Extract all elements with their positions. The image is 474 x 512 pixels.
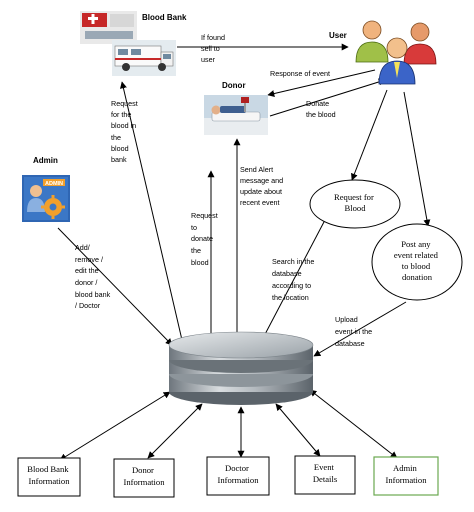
blood-bank-photo-icon (80, 11, 176, 76)
request-blood-label: Request for Blood (334, 192, 376, 213)
arrow-user-to-donor (267, 69, 376, 97)
arrow-donor-to-user (269, 78, 386, 117)
label-admin-ops: Add/ remove / edit the donor / blood ban… (75, 243, 112, 310)
arrow-request-to-db (261, 219, 326, 341)
label-send-alert: Send Alert message and update about rece… (240, 165, 285, 207)
post-event-node (371, 223, 463, 301)
donor-photo-icon (204, 95, 268, 135)
label-upload: Upload event in the database (335, 315, 374, 348)
table-label-doctor: Doctor Information (217, 463, 259, 485)
table-label-admin: Admin Information (385, 463, 427, 485)
table-label-blood-bank: Blood Bank Information (27, 464, 70, 486)
arrow-db-to-bank (120, 81, 183, 341)
arrow-db-admininfo (309, 389, 398, 459)
label-donate: Donate the blood (306, 99, 336, 119)
table-doctor-info (206, 456, 270, 496)
label-request-donate: Request to donate the blood (191, 211, 220, 267)
admin-title: Admin (33, 156, 58, 165)
user-title: User (329, 31, 347, 40)
arrow-post-to-db (313, 301, 407, 357)
table-donor-info (113, 458, 175, 498)
label-if-found: If found sell to user (201, 33, 227, 64)
table-label-event: Event Details (313, 462, 338, 484)
label-search: Search in the database according to the … (272, 257, 316, 302)
request-blood-node (309, 179, 401, 229)
table-admin-info (373, 456, 439, 496)
users-group-icon (355, 20, 437, 85)
arrow-db-event (275, 403, 321, 457)
arrow-admin-to-db (57, 227, 173, 346)
admin-gear-icon: ADMIN (22, 175, 70, 222)
table-event-details (294, 455, 356, 495)
arrows (57, 43, 431, 461)
arrow-db-bankinfo (59, 391, 171, 461)
table-blood-bank-info (17, 457, 81, 497)
post-event-label: Post any event related to blood donation (394, 239, 440, 282)
blood-bank-title: Blood Bank (142, 13, 187, 22)
database-icon (168, 331, 314, 405)
label-response: Response of event (270, 69, 330, 78)
table-label-donor: Donor Information (123, 465, 165, 487)
arrow-db-donorinfo (147, 403, 203, 459)
label-request-bank: Request for the blood in the blood bank (111, 99, 140, 164)
admin-badge: ADMIN (45, 181, 63, 187)
arrow-user-to-post (403, 91, 431, 227)
arrow-user-to-request (351, 89, 388, 181)
donor-title: Donor (222, 81, 246, 90)
